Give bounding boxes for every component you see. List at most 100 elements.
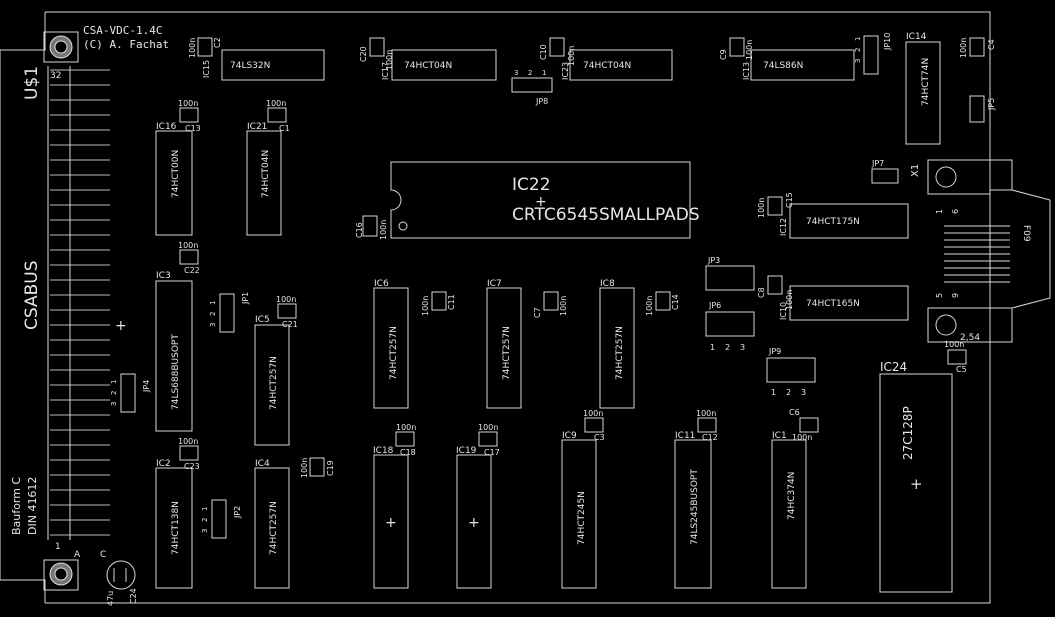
ic19: IC19 + 100n C17 [456, 423, 500, 589]
svg-text:IC4: IC4 [255, 459, 270, 469]
svg-text:74HCT04N: 74HCT04N [261, 150, 271, 198]
svg-text:1: 1 [854, 37, 862, 41]
ic16: IC16 74HCT00N 100n C13 [155, 99, 201, 236]
ic12: 74HCT175N IC12 100n C15 [757, 192, 909, 239]
svg-text:74LS245BUSOPT: 74LS245BUSOPT [690, 469, 700, 545]
jumper-jp8: JP8 3 2 1 [511, 69, 553, 106]
connector-x1: X1 F09 1 6 5 9 2,54 [910, 159, 1051, 343]
row-c-label: C [100, 550, 106, 560]
jumper-jp6: JP6 1 2 3 [705, 301, 755, 352]
jumper-jp7: JP7 [871, 159, 899, 184]
svg-text:C5: C5 [956, 365, 967, 374]
mounting-hole-top [43, 31, 79, 63]
ic15: 74LS32N IC15 [202, 49, 325, 81]
svg-text:C16: C16 [355, 222, 364, 238]
svg-text:IC11: IC11 [675, 431, 695, 441]
svg-text:100n: 100n [300, 458, 309, 478]
svg-text:JP10: JP10 [883, 33, 892, 51]
svg-text:+: + [910, 475, 923, 493]
svg-text:JP8: JP8 [535, 97, 548, 106]
ic5: IC5 74HCT257N 100n C21 [254, 295, 298, 446]
connector-label: U$1 [22, 66, 42, 100]
svg-text:C9: C9 [719, 49, 728, 60]
pin-32-label: 32 [50, 71, 61, 81]
ic18: IC18 + 100n C18 [373, 423, 416, 589]
svg-text:C15: C15 [785, 192, 794, 208]
svg-text:IC24: IC24 [880, 360, 907, 374]
svg-text:74HCT138N: 74HCT138N [171, 501, 181, 555]
svg-text:JP5: JP5 [987, 98, 996, 111]
svg-text:IC2: IC2 [156, 459, 171, 469]
svg-text:2,54: 2,54 [960, 333, 980, 343]
svg-text:100n: 100n [757, 198, 766, 218]
svg-text:IC19: IC19 [456, 446, 477, 456]
svg-text:100n: 100n [645, 296, 654, 316]
svg-text:IC17: IC17 [381, 62, 390, 80]
svg-text:3: 3 [110, 402, 118, 406]
origin-cross: + [115, 318, 127, 334]
ic6: IC6 74HCT257N 100n C11 [373, 279, 456, 409]
svg-text:C8: C8 [757, 287, 766, 298]
svg-text:74HCT04N: 74HCT04N [404, 61, 452, 71]
svg-text:74LS32N: 74LS32N [230, 61, 270, 71]
ic2: IC2 74HCT138N 100n C23 [155, 437, 200, 589]
svg-text:1: 1 [542, 69, 546, 77]
svg-text:74HCT257N: 74HCT257N [269, 356, 279, 410]
board-title: CSA-VDC-1.4C [83, 24, 162, 37]
svg-text:JP3: JP3 [707, 256, 720, 265]
svg-text:3: 3 [801, 388, 806, 397]
ic24-eprom: IC24 27C128P + 100n C5 [879, 340, 967, 593]
svg-text:3: 3 [209, 323, 217, 327]
svg-text:1: 1 [935, 209, 944, 214]
svg-text:2: 2 [110, 391, 118, 395]
svg-text:IC12: IC12 [779, 218, 788, 236]
cap-c9: C9 100n [719, 37, 754, 60]
svg-text:47u: 47u [106, 591, 115, 606]
jumper-jp10: JP10 1 2 3 [854, 33, 892, 75]
svg-text:100n: 100n [959, 38, 968, 58]
ic22-value: CRTC6545SMALLPADS [512, 205, 700, 225]
board-author: (C) A. Fachat [83, 38, 169, 51]
svg-text:100n: 100n [944, 340, 964, 349]
mounting-hole-bottom [43, 559, 79, 591]
svg-text:9: 9 [951, 293, 960, 298]
svg-text:JP2: JP2 [233, 506, 242, 519]
ic3: IC3 74LS688BUSOPT 100n C22 [155, 241, 200, 432]
svg-text:100n: 100n [785, 290, 794, 310]
ic17: 74HCT04N IC17 [381, 49, 497, 81]
bus-label: CSABUS [22, 260, 42, 330]
svg-text:100n: 100n [745, 40, 754, 60]
svg-text:JP9: JP9 [768, 347, 781, 356]
svg-text:IC16: IC16 [156, 122, 177, 132]
svg-text:74LS86N: 74LS86N [763, 61, 803, 71]
svg-text:C17: C17 [484, 448, 500, 457]
svg-text:IC21: IC21 [247, 122, 267, 132]
svg-text:74HCT175N: 74HCT175N [806, 217, 860, 227]
svg-text:IC8: IC8 [600, 279, 615, 289]
svg-text:27C128P: 27C128P [901, 406, 915, 460]
cap-c10: C10 100n [539, 37, 576, 66]
svg-text:C19: C19 [326, 460, 335, 476]
svg-text:74HC374N: 74HC374N [787, 472, 797, 520]
svg-text:C4: C4 [987, 39, 996, 50]
svg-text:IC13: IC13 [742, 62, 751, 80]
svg-text:74HCT165N: 74HCT165N [806, 299, 860, 309]
edge-tab-outline [0, 12, 46, 603]
ic14: IC14 74HCT74N [905, 32, 941, 145]
svg-text:F09: F09 [1021, 225, 1031, 242]
svg-text:3: 3 [514, 69, 518, 77]
svg-text:2: 2 [201, 518, 209, 522]
svg-text:IC6: IC6 [374, 279, 389, 289]
svg-text:100n: 100n [396, 423, 416, 432]
svg-text:IC18: IC18 [373, 446, 394, 456]
svg-text:IC15: IC15 [202, 60, 211, 78]
svg-text:JP4: JP4 [142, 380, 151, 393]
ic1: IC1 74HC374N C6 100n [771, 408, 819, 589]
svg-text:74HCT257N: 74HCT257N [502, 326, 512, 380]
svg-text:74HCT257N: 74HCT257N [389, 326, 399, 380]
svg-text:C1: C1 [279, 124, 290, 133]
svg-text:2: 2 [528, 69, 532, 77]
svg-text:3: 3 [201, 529, 209, 533]
svg-text:2: 2 [786, 388, 791, 397]
